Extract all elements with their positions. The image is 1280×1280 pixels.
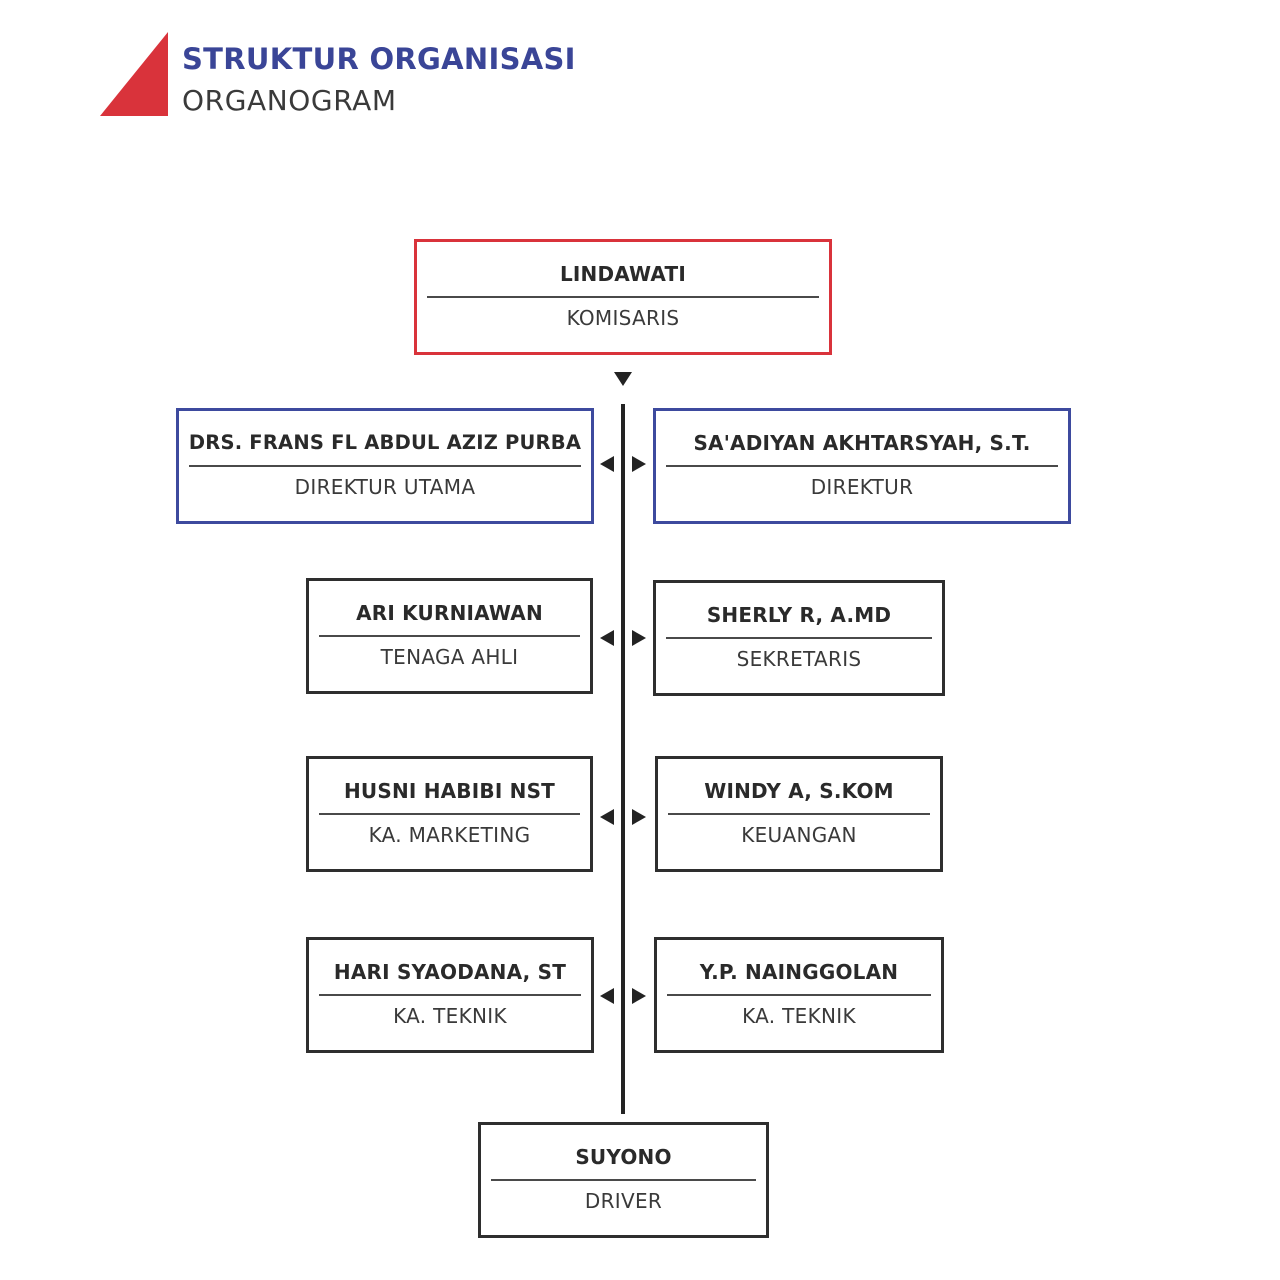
node-name: SA'ADIYAN AKHTARSYAH, S.T. — [693, 431, 1031, 455]
node-role: KOMISARIS — [566, 306, 680, 330]
node-name: ARI KURNIAWAN — [356, 601, 543, 625]
node-divider — [667, 994, 931, 996]
node-divider — [666, 637, 932, 639]
page-title: STRUKTUR ORGANISASI — [182, 42, 576, 76]
node-divider — [668, 813, 930, 815]
right-arrow-icon — [632, 456, 646, 472]
page-subtitle: ORGANOGRAM — [182, 84, 397, 117]
node-role: DIREKTUR UTAMA — [294, 475, 476, 499]
node-divider — [189, 465, 581, 467]
node-teknik-1: HARI SYAODANA, ST KA. TEKNIK — [306, 937, 594, 1053]
node-driver: SUYONO DRIVER — [478, 1122, 769, 1238]
node-komisaris: LINDAWATI KOMISARIS — [414, 239, 832, 355]
right-arrow-icon — [632, 988, 646, 1004]
node-role: SEKRETARIS — [736, 647, 862, 671]
node-name: SHERLY R, A.MD — [706, 603, 892, 627]
vertical-connector-line — [621, 404, 625, 1114]
node-role: DRIVER — [584, 1189, 663, 1213]
node-name: Y.P. NAINGGOLAN — [699, 960, 899, 984]
node-sekretaris: SHERLY R, A.MD SEKRETARIS — [653, 580, 945, 696]
node-divider — [319, 994, 581, 996]
node-divider — [427, 296, 819, 298]
node-direktur-utama: DRS. FRANS FL ABDUL AZIZ PURBA DIREKTUR … — [176, 408, 594, 524]
node-name: HUSNI HABIBI NST — [343, 779, 556, 803]
node-role: KA. TEKNIK — [393, 1004, 507, 1028]
left-arrow-icon — [600, 630, 614, 646]
node-tenaga-ahli: ARI KURNIAWAN TENAGA AHLI — [306, 578, 593, 694]
right-arrow-icon — [632, 809, 646, 825]
node-divider — [666, 465, 1058, 467]
node-role: KA. TEKNIK — [742, 1004, 856, 1028]
node-divider — [491, 1179, 756, 1181]
node-name: HARI SYAODANA, ST — [333, 960, 567, 984]
left-arrow-icon — [600, 988, 614, 1004]
node-name: SUYONO — [575, 1145, 672, 1169]
right-arrow-icon — [632, 630, 646, 646]
node-name: DRS. FRANS FL ABDUL AZIZ PURBA — [188, 431, 582, 454]
node-keuangan: WINDY A, S.KOM KEUANGAN — [655, 756, 943, 872]
node-role: KA. MARKETING — [368, 823, 531, 847]
node-role: KEUANGAN — [741, 823, 857, 847]
node-role: TENAGA AHLI — [380, 645, 519, 669]
node-direktur: SA'ADIYAN AKHTARSYAH, S.T. DIREKTUR — [653, 408, 1071, 524]
node-role: DIREKTUR — [810, 475, 914, 499]
down-arrow-icon — [614, 372, 632, 386]
left-arrow-icon — [600, 809, 614, 825]
node-divider — [319, 635, 580, 637]
logo-triangle-icon — [100, 32, 168, 116]
node-divider — [319, 813, 580, 815]
node-teknik-2: Y.P. NAINGGOLAN KA. TEKNIK — [654, 937, 944, 1053]
node-name: LINDAWATI — [559, 262, 687, 286]
node-marketing: HUSNI HABIBI NST KA. MARKETING — [306, 756, 593, 872]
left-arrow-icon — [600, 456, 614, 472]
node-name: WINDY A, S.KOM — [704, 779, 894, 803]
